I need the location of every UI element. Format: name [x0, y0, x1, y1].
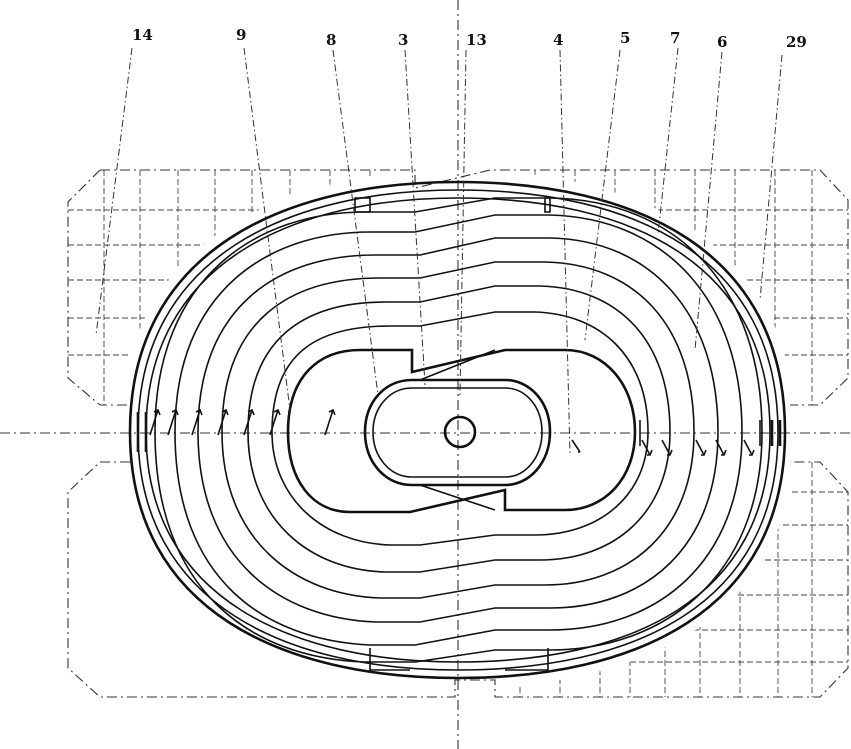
label-4: 4 [553, 31, 563, 49]
inner-winding-loop [286, 348, 637, 514]
current-arrows-right [571, 439, 755, 456]
label-13: 13 [466, 31, 487, 49]
outer-frame-bottom [67, 461, 849, 698]
label-14: 14 [132, 26, 153, 44]
winding-step-notches [354, 197, 551, 671]
terminal-block-right [639, 420, 782, 446]
outer-frame-top [67, 169, 849, 406]
leader-lines [95, 47, 783, 456]
spiral-windings [154, 197, 763, 663]
reference-labels: 14 9 8 3 13 4 5 7 6 29 [132, 26, 807, 51]
terminal-block-left [136, 412, 148, 452]
innermost-winding [363, 349, 552, 511]
outer-winding [128, 180, 787, 680]
label-7: 7 [670, 29, 680, 47]
label-8: 8 [326, 31, 336, 49]
label-9: 9 [236, 26, 246, 44]
label-29: 29 [786, 33, 807, 51]
label-5: 5 [620, 29, 630, 47]
label-6: 6 [717, 33, 727, 51]
label-3: 3 [398, 31, 408, 49]
current-arrows-left [149, 408, 336, 436]
center-shaft [443, 415, 477, 449]
